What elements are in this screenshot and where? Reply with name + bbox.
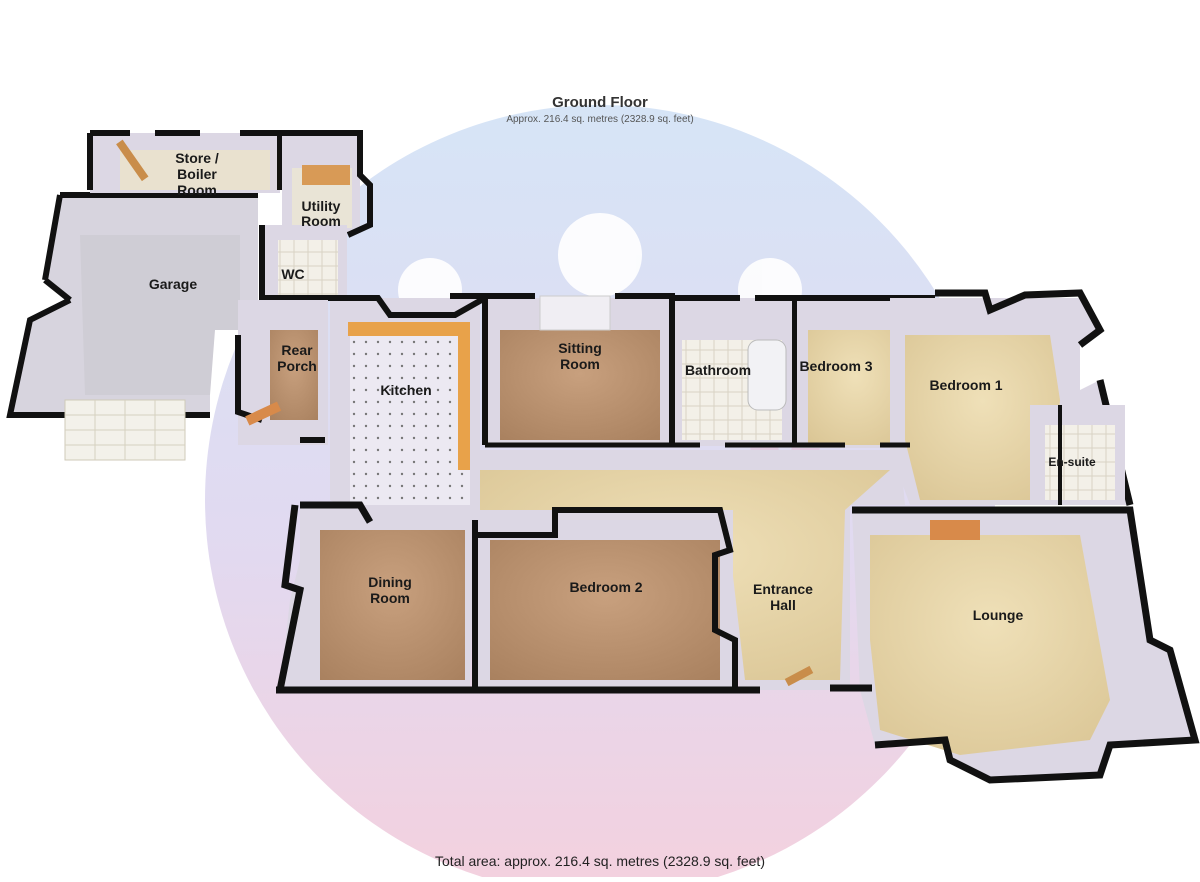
bathroom-room bbox=[669, 295, 798, 446]
ensuite-room bbox=[1030, 405, 1125, 505]
label-store-3: Room bbox=[177, 182, 217, 198]
front-wall bbox=[276, 684, 872, 694]
label-hall-2: Hall bbox=[770, 597, 796, 613]
label-lounge: Lounge bbox=[973, 607, 1024, 623]
dining-room bbox=[276, 501, 475, 691]
floor-area: Approx. 216.4 sq. metres (2328.9 sq. fee… bbox=[506, 114, 694, 125]
label-dining-2: Room bbox=[370, 590, 410, 606]
utility-room bbox=[282, 130, 373, 238]
label-store-2: Boiler bbox=[177, 166, 217, 182]
label-bedroom-1: Bedroom 1 bbox=[929, 377, 1002, 393]
sitting-room bbox=[450, 293, 675, 445]
front-door[interactable] bbox=[784, 665, 814, 687]
label-rear-porch-2: Porch bbox=[277, 358, 317, 374]
label-wc: WC bbox=[281, 266, 304, 282]
label-garage: Garage bbox=[149, 276, 197, 292]
label-hall-1: Entrance bbox=[753, 581, 813, 597]
label-bedroom-3: Bedroom 3 bbox=[799, 358, 872, 374]
label-utility-2: Room bbox=[301, 213, 341, 229]
rear-porch-room bbox=[235, 300, 328, 445]
label-dining-1: Dining bbox=[368, 574, 412, 590]
lounge-room bbox=[852, 506, 1200, 784]
label-sitting-1: Sitting bbox=[558, 340, 602, 356]
wc-room bbox=[259, 225, 347, 301]
store-boiler-room bbox=[87, 130, 283, 193]
label-rear-porch-1: Rear bbox=[281, 342, 313, 358]
label-kitchen: Kitchen bbox=[380, 382, 431, 398]
total-area: Total area: approx. 216.4 sq. metres (23… bbox=[435, 853, 765, 869]
room-labels: Store / Boiler Room Utility Room WC Gara… bbox=[149, 150, 1096, 623]
garage bbox=[6, 192, 258, 461]
label-bedroom-2: Bedroom 2 bbox=[569, 579, 642, 595]
label-store-1: Store / bbox=[175, 150, 219, 166]
label-ensuite: En-suite bbox=[1048, 455, 1096, 469]
kitchen-room bbox=[330, 295, 487, 520]
label-bathroom: Bathroom bbox=[685, 362, 751, 378]
bedroom-2-room bbox=[472, 507, 738, 690]
bedroom-3-room bbox=[797, 295, 935, 448]
label-sitting-2: Room bbox=[560, 356, 600, 372]
label-utility-1: Utility bbox=[302, 198, 341, 214]
floor-title: Ground Floor bbox=[552, 94, 648, 111]
